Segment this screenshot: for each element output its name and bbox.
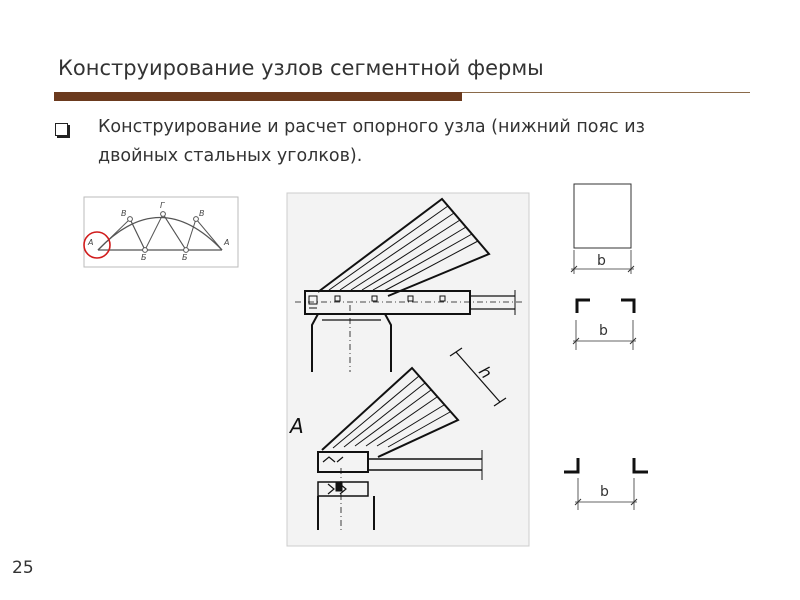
height-dimension [449,347,507,407]
title-underline-bar [54,92,462,101]
section-1-label-b: b [597,253,606,269]
section-angles-top [572,298,637,350]
section-3-label-b: b [600,484,609,500]
section-2-label-b: b [599,323,608,339]
truss-label-v1: В [121,209,127,218]
truss-label-v2: В [199,209,205,218]
truss-scheme: А А В Г В Б Б [83,196,239,268]
bullet-line-1: Конструирование и расчет опорного узла (… [98,117,645,137]
support-node-detail: h А [286,192,530,547]
support-node-highlight [83,231,111,259]
upper-view [295,197,522,372]
truss-label-left-a: А [87,238,93,247]
truss-label-g: Г [160,201,165,210]
label-a: А [288,414,304,438]
truss-label-right-a: А [223,238,229,247]
bullet-paragraph: Конструирование и расчет опорного узла (… [98,113,738,171]
lower-view [317,366,483,530]
section-angles-bottom [564,458,648,510]
bullet-line-2: двойных стальных уголков). [98,146,363,166]
section-rectangular [570,183,635,274]
page-number: 25 [12,558,34,578]
truss-label-b2: Б [182,253,188,262]
slide-title: Конструирование узлов сегментной фермы [58,56,544,80]
checkbox-bullet-icon [55,123,68,136]
truss-label-b1: Б [141,253,147,262]
title-underline-line [462,92,750,93]
